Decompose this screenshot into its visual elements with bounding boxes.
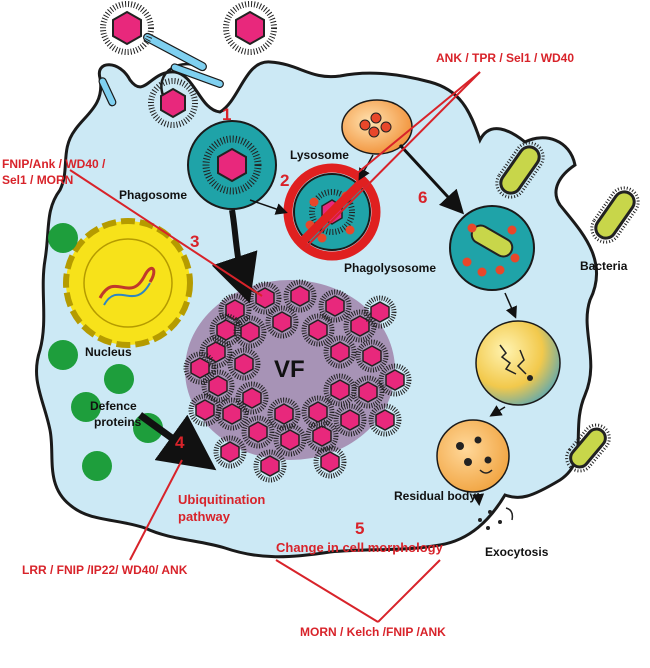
virion [351,375,385,409]
virion [323,373,357,407]
step-1-number: 1 [222,105,231,124]
virion [378,363,412,397]
virion [301,395,335,429]
defence-label-line1: Defence [90,399,137,413]
phagosome-label: Phagosome [119,188,187,202]
phagosome [187,120,277,210]
virion [223,1,277,55]
domains-left-line2: Sel1 / MORN [2,173,73,187]
virion [209,313,243,347]
digestion-vesicle [475,320,561,406]
virion [100,1,154,55]
residual-body [436,419,510,493]
domains-top-right: ANK / TPR / Sel1 / WD40 [436,51,574,65]
ubiquitination-label-line1: Ubiquitination [178,492,265,507]
step-3-number: 3 [190,232,199,251]
virion [235,381,269,415]
virion [363,295,397,329]
morphology-label: Change in cell morphology [276,540,444,555]
defence-label-line2: proteins [94,415,142,429]
step-5-number: 5 [355,519,364,538]
ubiquitination-label-line2: pathway [178,509,231,524]
virion [253,449,287,483]
virion [333,403,367,437]
vf-label: VF [274,356,305,383]
virion [368,403,402,437]
rod-bacterium [170,63,224,88]
virion [267,397,301,431]
rod-bacterium [98,77,117,107]
virion [305,419,339,453]
rod-bacteria-group [98,32,224,107]
domains-bottom-left: LRR / FNIP /IP22/ WD40/ ANK [22,563,188,577]
virion [233,315,267,349]
step-4-number: 4 [175,433,185,452]
annotation-lines [69,71,481,623]
virion [343,309,377,343]
virion [148,78,198,128]
exocytosis-particles [478,507,514,530]
rod-bacterium [143,32,207,72]
virion [227,347,261,381]
virion [199,335,233,369]
viral-factory [183,279,412,483]
bacterium-icon [590,186,640,244]
virion [323,335,357,369]
nucleus [63,218,193,348]
bacterium-icon [495,141,545,199]
inhibition-sign-icon [283,163,381,261]
virion [355,339,389,373]
virion [241,415,275,449]
virion [183,351,217,385]
domains-left-line1: FNIP/Ank / WD40 / [2,157,106,171]
virion [213,435,247,469]
residual-body-label: Residual body [394,489,476,503]
nucleus-label: Nucleus [85,345,132,359]
virion [283,279,317,313]
step-6-number: 6 [418,188,427,207]
exocytosis-label: Exocytosis [485,545,549,559]
phagolysosome-label: Phagolysosome [344,261,436,275]
virion [313,445,347,479]
bacteria-label: Bacteria [580,259,628,273]
domains-bottom-center: MORN / Kelch /FNIP /ANK [300,625,446,639]
lysosome-label: Lysosome [290,148,349,162]
virion [301,313,335,347]
step-2-number: 2 [280,171,289,190]
virion [265,305,299,339]
phagolysosome [449,205,535,291]
virion [318,289,352,323]
